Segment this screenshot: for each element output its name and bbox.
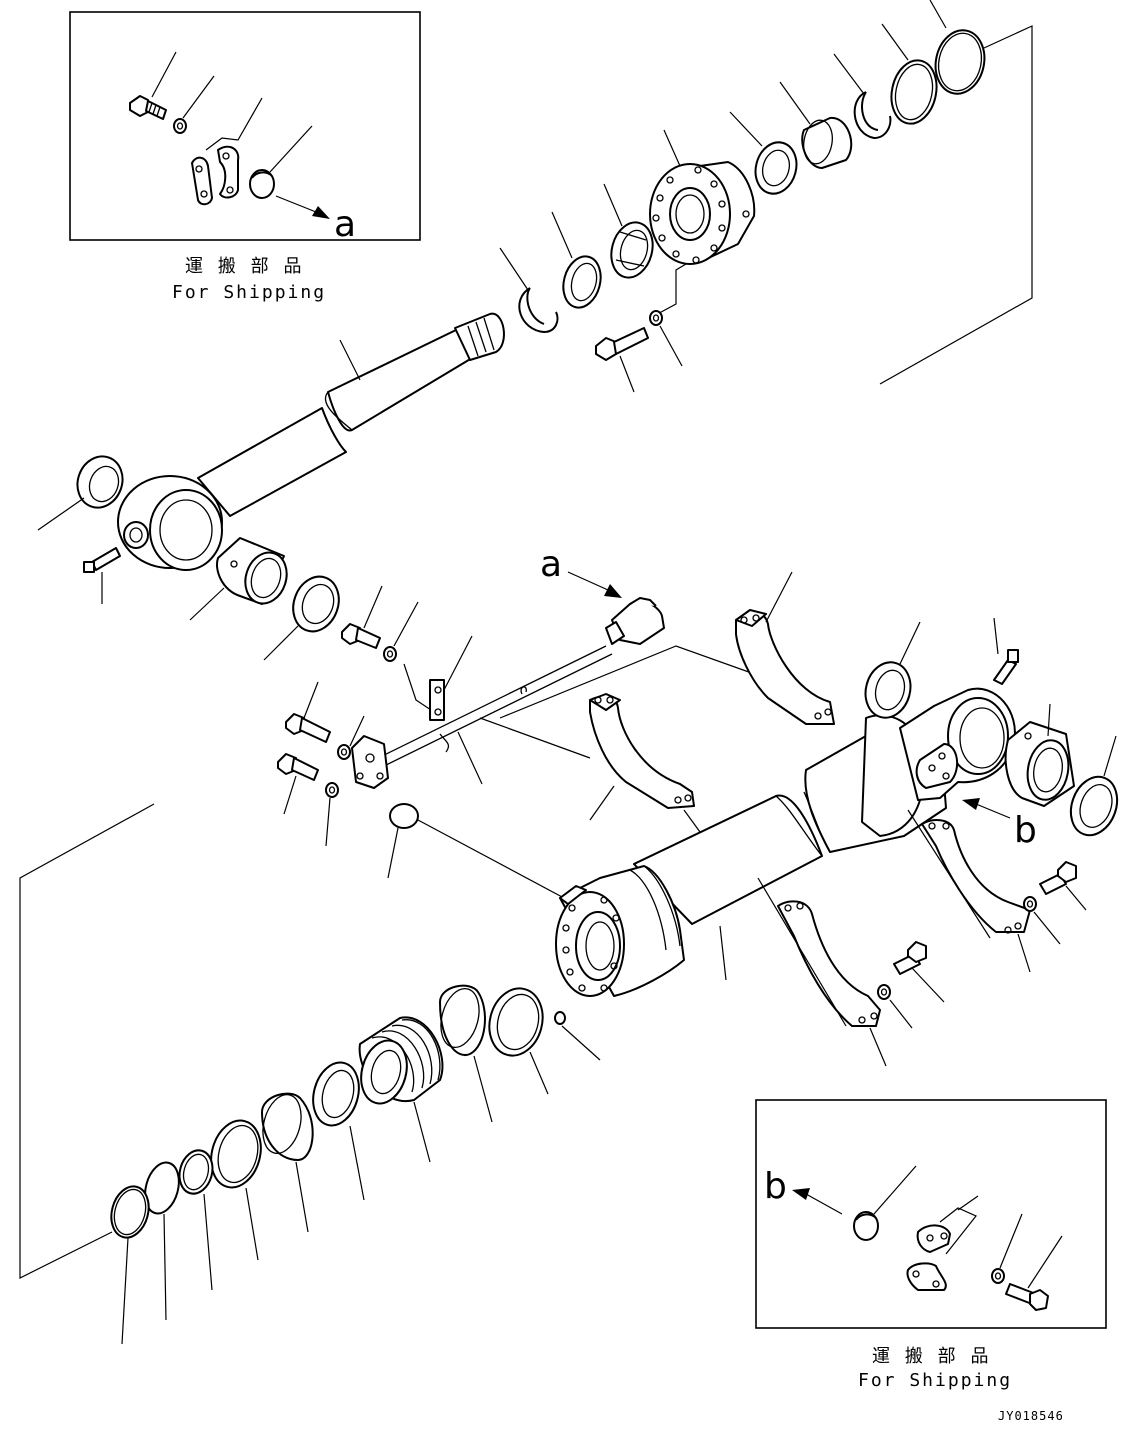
piston-wear-ring: [439, 984, 493, 1123]
rear-bolt-2: [893, 941, 945, 1003]
clamp-4-line: [757, 877, 847, 1027]
box-b-clamp: [906, 1195, 979, 1291]
upper-assembly-line: [879, 25, 1033, 385]
lower-seal-2: [178, 1149, 214, 1291]
pipe-clip: [429, 635, 473, 721]
box-a-washer: [173, 75, 215, 134]
rear-bushing: [1004, 703, 1075, 807]
shipping-box-b-frame: [755, 1099, 1107, 1329]
cylinder-head: [649, 129, 756, 319]
ref-b-arrow: b: [962, 798, 1037, 851]
grease-fitting-upper: [83, 547, 121, 604]
piston-nut: [312, 1061, 365, 1201]
cylinder-barrel: [633, 687, 1016, 981]
piston: [358, 1016, 444, 1163]
box-b-cap: [853, 1165, 917, 1241]
pipe-cap: [605, 597, 665, 645]
shipping-caption-en-bottom: For Shipping: [858, 1370, 1012, 1391]
drawing-code: JY018546: [998, 1409, 1064, 1423]
upper-snap-ring-2: [833, 53, 892, 139]
upper-o-ring: [929, 0, 986, 95]
barrel-clamp-1: [589, 693, 701, 833]
pipe-o-ring: [387, 803, 565, 899]
pipe-flange: [351, 735, 389, 789]
upper-snap-ring: [499, 247, 559, 333]
box-a-arrow: a: [275, 195, 356, 245]
rear-washer-1: [1023, 896, 1061, 945]
clamp-3-line: [907, 809, 991, 939]
upper-seal-1: [729, 111, 798, 195]
barrel-front-head: [555, 865, 685, 997]
pipe-bolt-3: [277, 753, 319, 815]
upper-dust-seal-left: [37, 455, 124, 531]
ref-letter-a: a: [540, 544, 562, 585]
box-a-clamp: [191, 97, 263, 206]
piping-leader: [457, 731, 483, 785]
piston-seal-ring: [488, 987, 549, 1095]
shipping-box-b: b: [755, 1099, 1107, 1329]
rear-dust-seal-right: [1069, 735, 1119, 837]
shipping-box-a: a: [69, 11, 421, 245]
ref-a-arrow: a: [540, 544, 622, 598]
piping-tube: [373, 645, 613, 769]
pipe-washer-1: [383, 601, 435, 713]
lower-assembly-line: [19, 803, 155, 1279]
box-b-bolt: [1005, 1235, 1063, 1311]
upper-head-bolt: [595, 327, 649, 393]
ref-letter-a-box: a: [334, 204, 356, 245]
barrel-clamp-4: [777, 900, 887, 1067]
lower-seal-1: [210, 1119, 262, 1261]
set-screw: [554, 1011, 601, 1061]
box-a-bolt: [129, 51, 177, 120]
pipe-washer-3: [325, 782, 339, 847]
upper-dust-seal-right: [263, 575, 340, 661]
rear-dust-seal-left: [864, 621, 921, 719]
clamp-assy-line-2: [499, 645, 761, 719]
grease-fitting-rear: [993, 617, 1019, 685]
piston-rod: [117, 312, 505, 571]
ref-letter-b-box: b: [764, 1166, 787, 1207]
box-b-washer: [991, 1213, 1023, 1284]
shipping-caption-jp-bottom: 運 搬 部 品: [872, 1346, 991, 1367]
barrel-clamp-2: [735, 571, 835, 725]
rear-bolt-1: [1039, 861, 1087, 911]
box-a-cap: [249, 125, 313, 199]
pipe-washer-2: [337, 715, 365, 760]
ref-letter-b: b: [1014, 810, 1037, 851]
upper-head-washer: [649, 310, 683, 367]
shipping-box-a-frame: [69, 11, 421, 241]
lower-seal-3: [144, 1161, 180, 1321]
upper-bushing: [189, 537, 288, 621]
rear-washer-2: [877, 984, 913, 1029]
shipping-caption-en-top: For Shipping: [172, 282, 326, 303]
lower-o-ring: [110, 1185, 150, 1345]
pipe-bolt-2: [285, 681, 331, 743]
upper-backup-ring: [881, 23, 938, 125]
clamp-assy-line-1: [479, 717, 591, 759]
upper-buffer-ring: [551, 211, 602, 309]
upper-seal-2: [779, 81, 853, 169]
shipping-caption-jp-top: 運 搬 部 品: [185, 256, 304, 277]
pipe-bolt-1: [341, 585, 383, 649]
upper-bearing-ring: [603, 183, 654, 279]
lower-wear-ring: [261, 1092, 314, 1233]
